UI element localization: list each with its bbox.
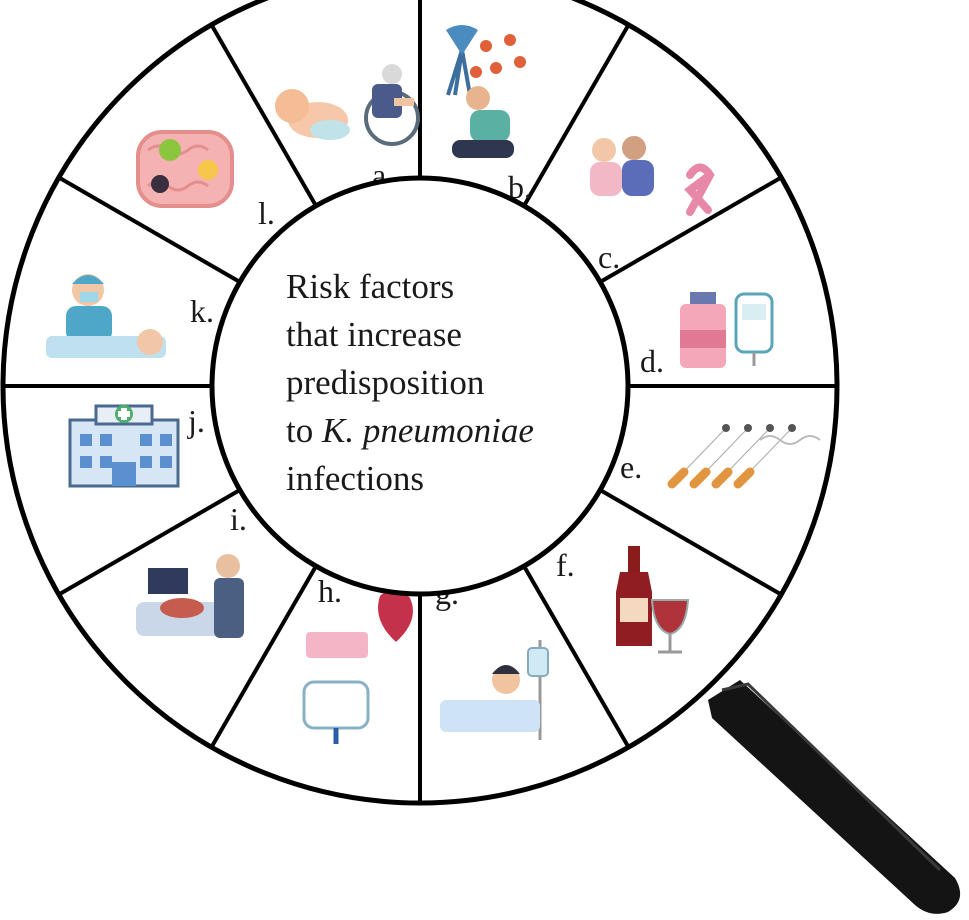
segment-label-l: l. bbox=[258, 195, 275, 231]
segment-label-d: d. bbox=[640, 343, 664, 379]
segment-label-c: c. bbox=[598, 239, 620, 275]
segment-dividers bbox=[3, 0, 837, 803]
immunocompromised-umbrella-virus-icon bbox=[446, 25, 526, 158]
magnifier-handle-icon bbox=[708, 680, 961, 914]
segment-label-e: e. bbox=[620, 449, 642, 485]
hospitalized-patient-iv-drip-icon bbox=[440, 640, 549, 740]
center-title-line: infections bbox=[286, 459, 424, 498]
center-title-line: to bbox=[286, 411, 322, 450]
hospital-building-icon bbox=[68, 404, 180, 488]
gut-microbiota-icon bbox=[136, 130, 234, 208]
medical-devices-catheter-icon bbox=[302, 588, 413, 744]
segment-label-k: k. bbox=[190, 293, 214, 329]
segment-divider bbox=[57, 488, 241, 597]
segment-divider bbox=[599, 175, 783, 284]
segment-icons bbox=[46, 25, 821, 744]
segment-divider bbox=[522, 565, 631, 749]
insulin-glucometer-diabetes-icon bbox=[680, 292, 774, 368]
segment-divider bbox=[57, 175, 241, 284]
cancer-ribbon-icon bbox=[590, 136, 715, 216]
cigarettes-smoking-icon bbox=[667, 423, 821, 489]
segment-divider bbox=[522, 23, 631, 207]
center-title-line: predisposition bbox=[286, 363, 484, 402]
segment-label-j: j. bbox=[187, 403, 205, 439]
center-title-line: Risk factors bbox=[286, 267, 454, 306]
segment-divider bbox=[209, 565, 318, 749]
wine-bottle-glass-alcohol-icon bbox=[616, 546, 690, 654]
infant-and-elderly-wheelchair-icon bbox=[275, 64, 420, 146]
center-circle bbox=[209, 175, 631, 597]
surgeon-operating-icon bbox=[46, 274, 166, 358]
center-title: Risk factors that increase predisposition t… bbox=[286, 267, 534, 498]
center-title-line: that increase bbox=[286, 315, 462, 354]
segment-divider bbox=[209, 23, 318, 207]
surgery-ventilator-icon bbox=[136, 554, 244, 638]
segment-divider bbox=[599, 488, 783, 597]
segment-label-i: i. bbox=[230, 501, 247, 537]
center-title-italic: K. pneumoniae bbox=[321, 411, 534, 450]
segment-label-f: f. bbox=[556, 547, 575, 583]
